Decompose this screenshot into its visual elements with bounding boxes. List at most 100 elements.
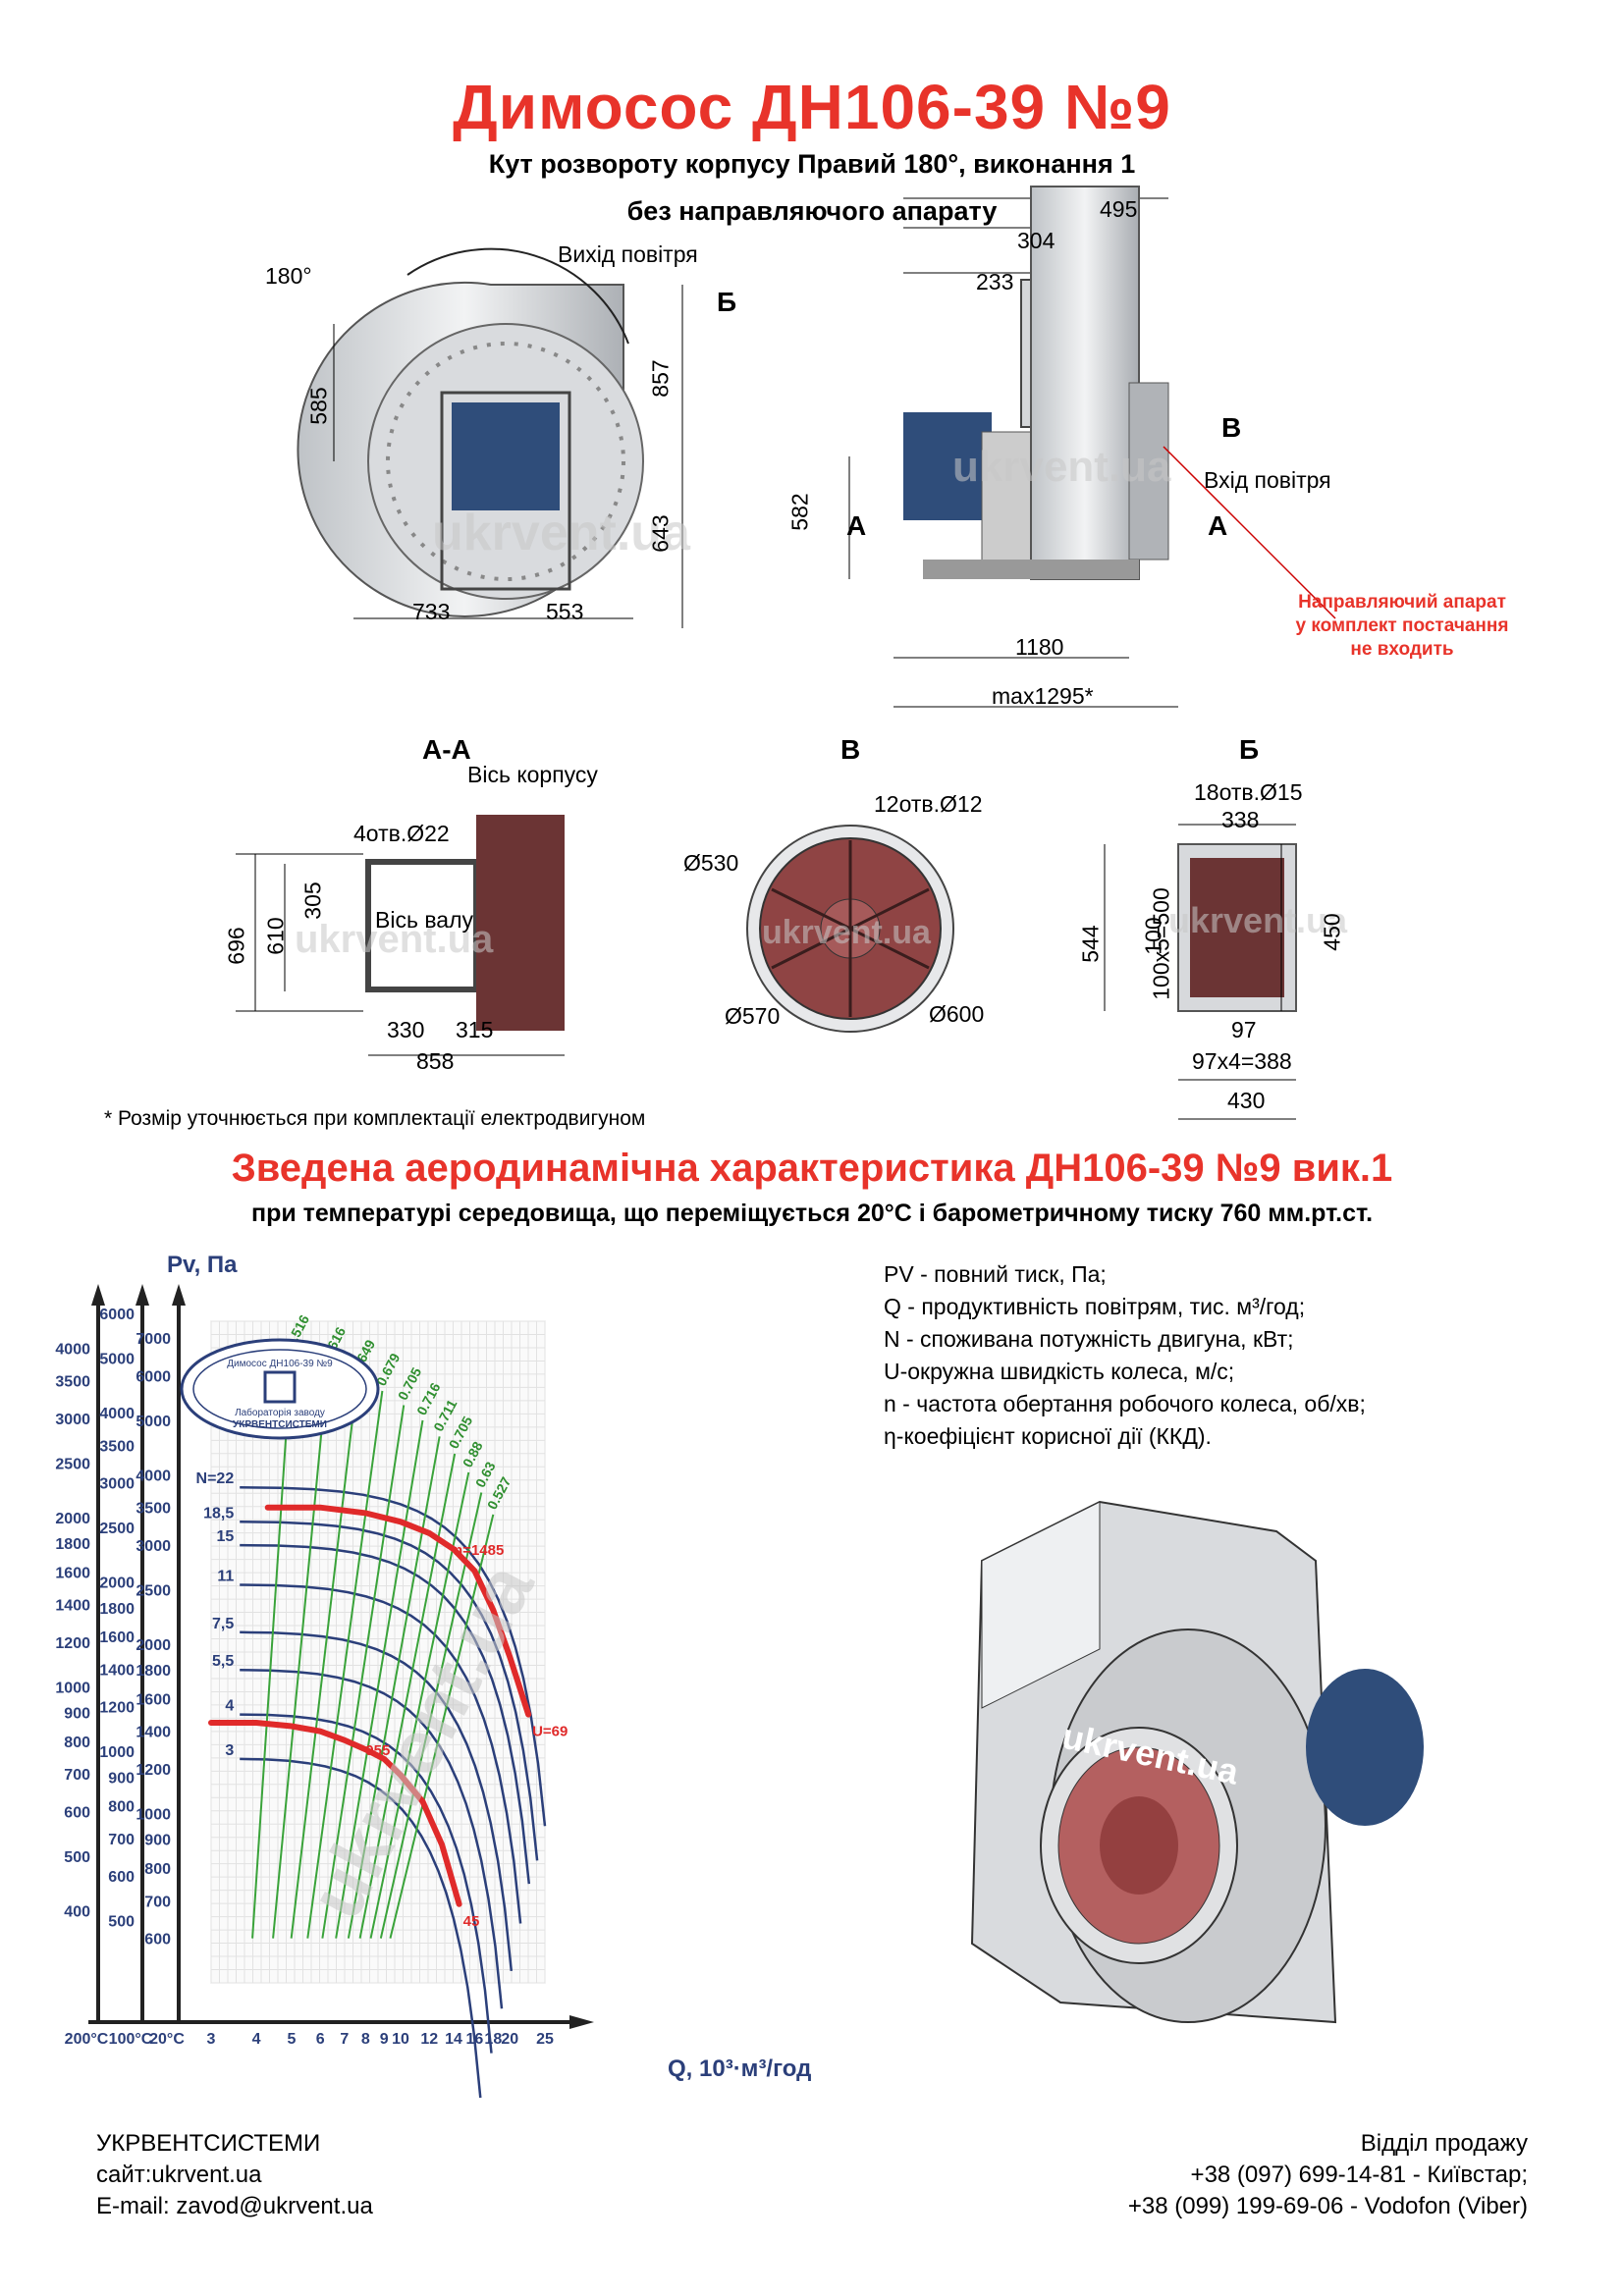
- x-axis-arrow: [569, 2015, 594, 2029]
- y-tick-label: 900: [144, 1833, 171, 1849]
- x-tick-label: 9: [380, 2031, 389, 2048]
- efficiency-line: [306, 1390, 384, 1939]
- tip-speed-label: U=69: [532, 1724, 568, 1740]
- section-mark-v: В: [1221, 412, 1242, 443]
- power-label: 4: [225, 1698, 234, 1715]
- dim-430: 430: [1227, 1088, 1266, 1113]
- y-tick-label: 800: [108, 1799, 135, 1816]
- x-tick-label: 4: [252, 2031, 261, 2048]
- dim-97: 97: [1231, 1017, 1257, 1042]
- y-tick-label: 5000: [99, 1352, 135, 1368]
- power-label: 18,5: [203, 1505, 234, 1522]
- y-tick-label: 1000: [55, 1680, 90, 1696]
- holes-b: 18отв.Ø15: [1194, 779, 1303, 805]
- efficiency-line: [290, 1377, 359, 1939]
- note-line-3: не входить: [1350, 639, 1454, 660]
- y-tick-label: 500: [64, 1849, 90, 1866]
- efficiency-line: [335, 1419, 424, 1939]
- y-tick-label: 800: [64, 1735, 90, 1751]
- power-label: 5,5: [212, 1653, 234, 1670]
- y-tick-label: 7000: [135, 1331, 171, 1348]
- y-axis-temp-label: 100°C: [109, 2031, 153, 2048]
- x-tick-label: 8: [361, 2031, 370, 2048]
- watermark-v: ukrvent.ua: [762, 914, 932, 951]
- y-tick-label: 1800: [135, 1663, 171, 1680]
- y-tick-label: 2000: [55, 1511, 90, 1527]
- y-axis-arrow: [91, 1284, 105, 1306]
- legend-item-u: U-окружна швидкість колеса, м/с;: [884, 1359, 1235, 1384]
- y-tick-label: 500: [108, 1914, 135, 1931]
- x-tick-label: 20: [501, 2031, 518, 2048]
- y-tick-label: 4000: [55, 1341, 90, 1358]
- y-tick-label: 3000: [99, 1476, 135, 1493]
- phone-vodafone[interactable]: +38 (099) 199-69-06 - Vodofon (Viber): [1127, 2193, 1528, 2219]
- dia-570: Ø570: [725, 1003, 781, 1029]
- x-tick-label: 25: [536, 2031, 554, 2048]
- y-tick-label: 3000: [135, 1538, 171, 1555]
- speed-curve: [264, 1504, 532, 1718]
- y-axis-arrow: [135, 1284, 149, 1306]
- outlet-label: Вихід повітря: [558, 241, 698, 267]
- holes-v: 12отв.Ø12: [874, 791, 983, 817]
- stamp-line-3: УКРВЕНТСИСТЕМИ: [233, 1419, 327, 1430]
- y-tick-label: 900: [108, 1770, 135, 1787]
- y-tick-label: 1600: [135, 1692, 171, 1709]
- dim-544: 544: [1077, 925, 1104, 963]
- dia-600: Ø600: [929, 1001, 985, 1027]
- y-tick-label: 6000: [135, 1369, 171, 1386]
- y-tick-label: 1400: [55, 1598, 90, 1615]
- efficiency-line: [321, 1405, 406, 1939]
- y-tick-label: 4000: [99, 1406, 135, 1422]
- power-curve: [240, 1713, 493, 2054]
- side-view-drawing: ukrvent.ua: [848, 186, 1336, 708]
- page-subtitle-2: без направляючого апарату: [626, 196, 998, 226]
- dim-330: 330: [387, 1017, 425, 1042]
- y-axis-temp-label: 200°C: [65, 2031, 109, 2048]
- section-mark-a-right: А: [1208, 510, 1228, 541]
- power-curve: [240, 1630, 514, 1972]
- dim-643: 643: [647, 514, 674, 553]
- site-link[interactable]: сайт:ukrvent.ua: [96, 2162, 262, 2188]
- dim-1180: 1180: [1015, 634, 1064, 660]
- front-view-drawing: ukrvent.ua: [297, 247, 691, 628]
- power-curve: [240, 1668, 504, 2009]
- dim-858: 858: [416, 1048, 455, 1074]
- dim-338: 338: [1221, 807, 1260, 832]
- dim-696: 696: [223, 927, 249, 965]
- dim-97x4: 97x4=388: [1192, 1048, 1292, 1074]
- company-name: УКРВЕНТСИСТЕМИ: [96, 2130, 321, 2157]
- dim-304: 304: [1017, 228, 1056, 253]
- power-label: 3: [225, 1742, 234, 1759]
- power-label: 15: [216, 1528, 234, 1545]
- email-link[interactable]: E-mail: zavod@ukrvent.ua: [96, 2193, 373, 2219]
- power-curve: [240, 1757, 482, 2099]
- y-tick-label: 700: [108, 1832, 135, 1848]
- y-tick-label: 600: [144, 1932, 171, 1949]
- axis-shaft-label: Вісь валу: [375, 907, 473, 933]
- footer-left: УКРВЕНТСИСТЕМИ сайт:ukrvent.ua E-mail: z…: [96, 2128, 373, 2222]
- watermark-front: ukrvent.ua: [432, 505, 691, 561]
- y-tick-label: 2000: [99, 1575, 135, 1592]
- section-b-drawing: ukrvent.ua: [1104, 824, 1348, 1120]
- y-tick-label: 4000: [135, 1468, 171, 1484]
- x-tick-label: 10: [392, 2031, 409, 2048]
- x-tick-label: 5: [287, 2031, 296, 2048]
- x-tick-label: 18: [484, 2031, 502, 2048]
- y-tick-label: 1800: [55, 1536, 90, 1553]
- dia-530: Ø530: [683, 850, 739, 876]
- y-tick-label: 1200: [135, 1762, 171, 1779]
- stamp-line-2: Лабораторія заводу: [235, 1407, 325, 1418]
- phone-kyivstar[interactable]: +38 (097) 699-14-81 - Київстар;: [1190, 2162, 1528, 2188]
- y-tick-label: 1400: [99, 1662, 135, 1679]
- legend-item-eta: η-коефіцієнт корисної дії (ККД).: [884, 1423, 1212, 1449]
- y-tick-label: 3000: [55, 1412, 90, 1428]
- x-tick-label: 3: [207, 2031, 216, 2048]
- y-tick-label: 700: [64, 1767, 90, 1784]
- y-tick-label: 1200: [99, 1700, 135, 1717]
- section-aa-title: А-А: [422, 734, 471, 765]
- legend-item-pv: PV - повний тиск, Па;: [884, 1261, 1107, 1287]
- x-tick-label: 14: [445, 2031, 462, 2048]
- y-tick-label: 2500: [135, 1582, 171, 1599]
- footer-right: Відділ продажу +38 (097) 699-14-81 - Киї…: [1128, 2128, 1528, 2222]
- y-tick-label: 2500: [99, 1521, 135, 1537]
